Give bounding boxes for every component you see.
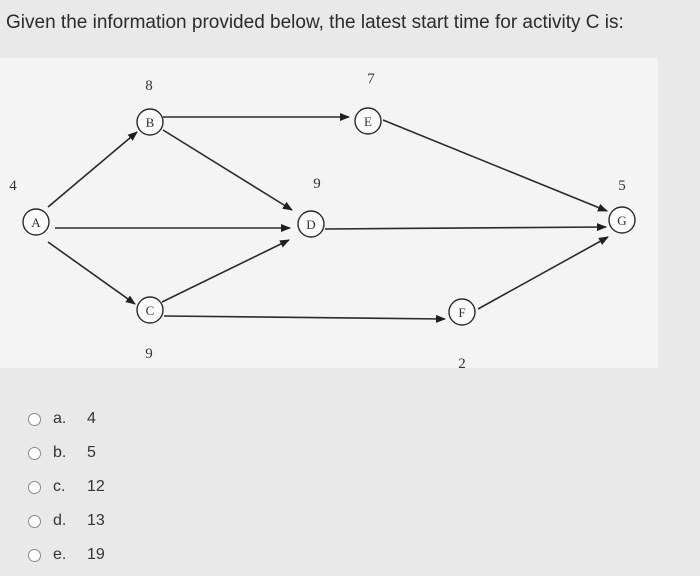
node-a: A (22, 208, 50, 236)
option-letter: c. (53, 478, 66, 495)
question-text: Given the information provided below, th… (6, 12, 624, 33)
option-b[interactable]: b. 5 (28, 436, 105, 470)
svg-text:B: B (146, 115, 155, 130)
radio-button[interactable] (28, 412, 41, 426)
option-value: 12 (87, 478, 105, 495)
edge-e-g (382, 119, 608, 212)
duration-c: 9 (145, 346, 153, 362)
option-d[interactable]: d. 13 (28, 504, 105, 538)
node-e: E (354, 107, 382, 135)
option-letter: d. (53, 512, 67, 529)
option-value: 4 (87, 410, 96, 427)
duration-b: 8 (145, 78, 153, 94)
duration-a: 4 (9, 178, 17, 194)
radio-button[interactable] (28, 514, 41, 528)
option-value: 19 (87, 546, 105, 563)
option-e[interactable]: e. 19 (28, 538, 105, 572)
diagram-panel (0, 58, 658, 368)
option-c[interactable]: c. 12 (28, 470, 105, 504)
option-value: 5 (87, 444, 96, 461)
svg-text:D: D (306, 217, 315, 232)
svg-text:E: E (364, 114, 372, 129)
edge-c-f (163, 314, 446, 323)
svg-text:A: A (31, 215, 41, 230)
answer-options: a. 4 b. 5 c. 12 d. 13 e. 19 (28, 402, 105, 572)
duration-e: 7 (367, 71, 375, 87)
edge-a-b (47, 131, 138, 208)
option-letter: a. (53, 410, 67, 427)
node-f: F (448, 298, 476, 326)
svg-text:C: C (146, 303, 155, 318)
node-g: G (608, 206, 636, 234)
radio-button[interactable] (28, 446, 41, 460)
edge-d-g (324, 223, 607, 232)
option-a[interactable]: a. 4 (28, 402, 105, 436)
edge-c-d (161, 239, 290, 303)
edge-f-g (477, 236, 609, 310)
radio-button[interactable] (28, 548, 41, 562)
node-d: D (297, 210, 325, 238)
edge-a-c (47, 241, 136, 305)
edge-b-d (162, 129, 293, 211)
node-b: B (136, 108, 164, 136)
svg-text:G: G (617, 213, 626, 228)
node-c: C (136, 296, 164, 324)
duration-g: 5 (618, 178, 626, 194)
option-value: 13 (87, 512, 105, 529)
option-letter: e. (53, 546, 67, 563)
duration-f: 2 (458, 356, 466, 372)
radio-button[interactable] (28, 480, 41, 494)
duration-d: 9 (313, 176, 321, 192)
svg-text:F: F (458, 305, 465, 320)
option-letter: b. (53, 444, 67, 461)
